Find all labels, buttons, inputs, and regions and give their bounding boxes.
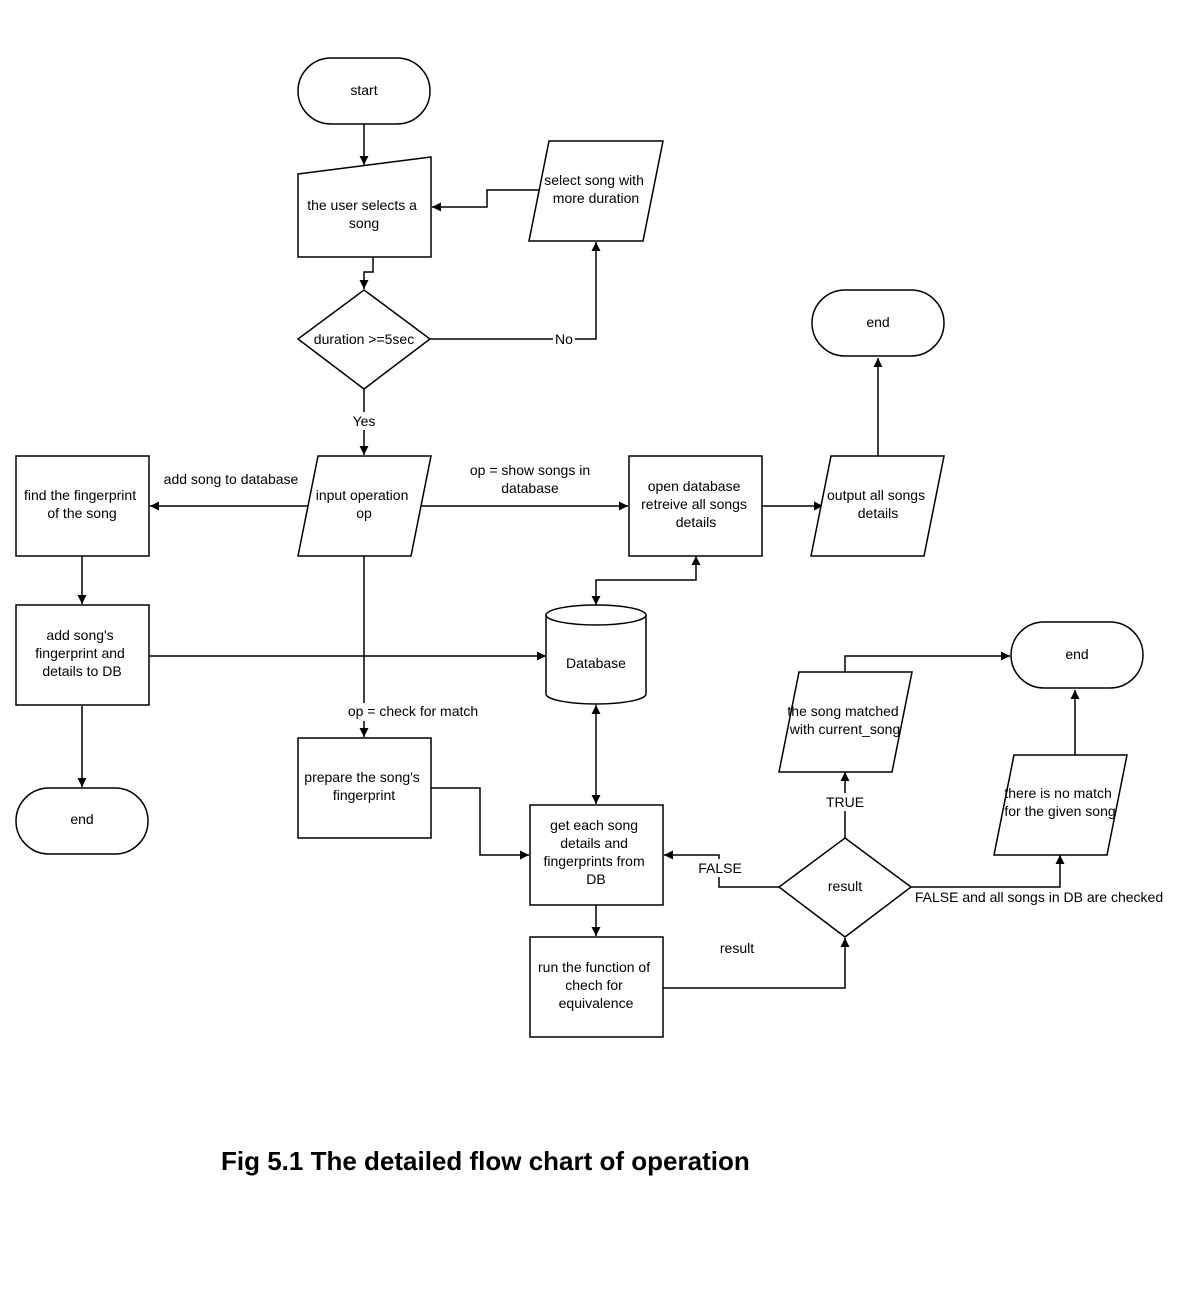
node-matched-line-1: the song matched: [787, 703, 898, 719]
node-prepare-fingerprint: prepare the song's fingerprint: [297, 737, 432, 839]
node-user-selects-line-1: the user selects a: [307, 197, 417, 213]
svg-text:find the fingerprint o: find the fingerprint of the song: [24, 487, 140, 521]
svg-text:end: end: [1065, 646, 1088, 662]
node-get-each-line-3: fingerprints from: [543, 853, 644, 869]
node-find-fingerprint: find the fingerprint of the song: [15, 455, 150, 557]
node-open-db-line-2: retreive all songs: [641, 496, 747, 512]
node-song-matched: the song matched with current_song: [778, 671, 913, 773]
label-show-songs-2: database: [501, 480, 559, 496]
svg-text:the song matched with: the song matched with current_song: [787, 703, 902, 737]
svg-text:select song with more: select song with more duration: [544, 172, 648, 206]
label-true: TRUE: [826, 794, 864, 810]
node-duration-line-1: duration >=5sec: [314, 331, 414, 347]
node-select-more-duration: select song with more duration: [528, 140, 664, 242]
node-end-left: end: [15, 787, 149, 855]
label-no: No: [555, 331, 573, 347]
edge-db-to-open: [591, 556, 701, 605]
node-input-operation: input operation op: [297, 455, 432, 557]
svg-text:start: start: [350, 82, 377, 98]
node-run-function: run the function of chech for equivalenc…: [529, 936, 664, 1038]
nodes: start the user selects a song select son…: [15, 57, 1144, 1038]
node-no-match-line-2: for the given song: [1004, 803, 1115, 819]
svg-text:get each song details: get each song details and fingerprints f…: [543, 817, 648, 887]
svg-text:output all songs detai: output all songs details: [827, 487, 929, 521]
node-start: start: [297, 57, 431, 125]
edge-result-false-all: [911, 855, 1065, 888]
node-result-line-1: result: [828, 878, 862, 894]
svg-text:the user selects a son: the user selects a song: [307, 197, 421, 231]
node-output-line-1: output all songs: [827, 487, 925, 503]
node-result: result: [777, 837, 913, 938]
edge-more-to-user: [432, 189, 540, 212]
node-find-fp-line-1: find the fingerprint: [24, 487, 136, 503]
node-input-op-line-1: input operation: [316, 487, 409, 503]
label-yes: Yes: [353, 413, 376, 429]
svg-text:add song's fingerprint: add song's fingerprint and details to DB: [35, 627, 128, 679]
label-add-song: add song to database: [164, 471, 299, 487]
svg-text:input operation op: input operation op: [316, 487, 413, 521]
node-end-top: end: [811, 289, 945, 357]
label-false-all: FALSE and all songs in DB are checked: [915, 889, 1163, 905]
node-output-line-2: details: [858, 505, 898, 521]
node-add-db-line-1: add song's: [46, 627, 113, 643]
node-database-line-1: Database: [566, 655, 626, 671]
label-false: FALSE: [698, 860, 742, 876]
node-output-all-songs: output all songs details: [810, 455, 945, 557]
node-end-left-line-1: end: [70, 811, 93, 827]
node-run-line-2: chech for: [565, 977, 623, 993]
node-get-each-line-2: details and: [560, 835, 628, 851]
svg-text:duration >=5sec: duration >=5sec: [314, 331, 414, 347]
node-open-db-line-1: open database: [648, 478, 741, 494]
label-show-songs-1: op = show songs in: [470, 462, 590, 478]
node-prepare-line-2: fingerprint: [333, 787, 395, 803]
node-input-op-line-2: op: [356, 505, 372, 521]
node-matched-line-2: with current_song: [789, 721, 901, 737]
node-select-more-line-1: select song with: [544, 172, 644, 188]
edge-prepare-to-get: [431, 787, 529, 860]
node-prepare-line-1: prepare the song's: [304, 769, 420, 785]
node-duration-check: duration >=5sec: [296, 289, 432, 390]
node-no-match-line-1: there is no match: [1004, 785, 1111, 801]
node-add-db-line-2: fingerprint and: [35, 645, 125, 661]
node-get-each-song: get each song details and fingerprints f…: [529, 804, 664, 906]
svg-text:there is no match for: there is no match for the given song: [1004, 785, 1115, 819]
node-end-top-line-1: end: [866, 314, 889, 330]
edge-duration-no: [430, 242, 601, 340]
label-check-match: op = check for match: [348, 703, 478, 719]
node-user-selects-song: the user selects a song: [297, 156, 432, 258]
node-user-selects-line-2: song: [349, 215, 379, 231]
node-end-right-line-1: end: [1065, 646, 1088, 662]
node-run-line-3: equivalence: [559, 995, 634, 1011]
svg-text:result: result: [828, 878, 862, 894]
node-find-fp-line-2: of the song: [47, 505, 116, 521]
figure-caption: Fig 5.1 The detailed flow chart of opera…: [221, 1146, 750, 1176]
node-get-each-line-4: DB: [586, 871, 605, 887]
node-get-each-line-1: get each song: [550, 817, 638, 833]
edge-labels: No Yes add song to database op = show so…: [164, 330, 1173, 956]
node-start-line-1: start: [350, 82, 377, 98]
node-no-match: there is no match for the given song: [993, 754, 1128, 856]
label-result: result: [720, 940, 754, 956]
svg-text:prepare the song's fin: prepare the song's fingerprint: [304, 769, 423, 803]
svg-text:end: end: [70, 811, 93, 827]
node-database: Database: [545, 604, 647, 705]
node-select-more-line-2: more duration: [553, 190, 639, 206]
svg-text:end: end: [866, 314, 889, 330]
node-open-db-line-3: details: [676, 514, 716, 530]
svg-text:open database retreive: open database retreive all songs details: [641, 478, 751, 530]
svg-text:Database: Database: [566, 655, 626, 671]
node-add-to-db: add song's fingerprint and details to DB: [15, 604, 150, 706]
node-run-line-1: run the function of: [538, 959, 650, 975]
node-open-database: open database retreive all songs details: [628, 455, 763, 557]
node-end-right: end: [1010, 621, 1144, 689]
edge-select-to-duration: [359, 257, 374, 289]
node-add-db-line-3: details to DB: [42, 663, 121, 679]
edge-matched-to-end: [844, 651, 1010, 672]
svg-text:run the function of ch: run the function of chech for equivalenc…: [538, 959, 654, 1011]
edge-run-to-result: [663, 938, 850, 989]
